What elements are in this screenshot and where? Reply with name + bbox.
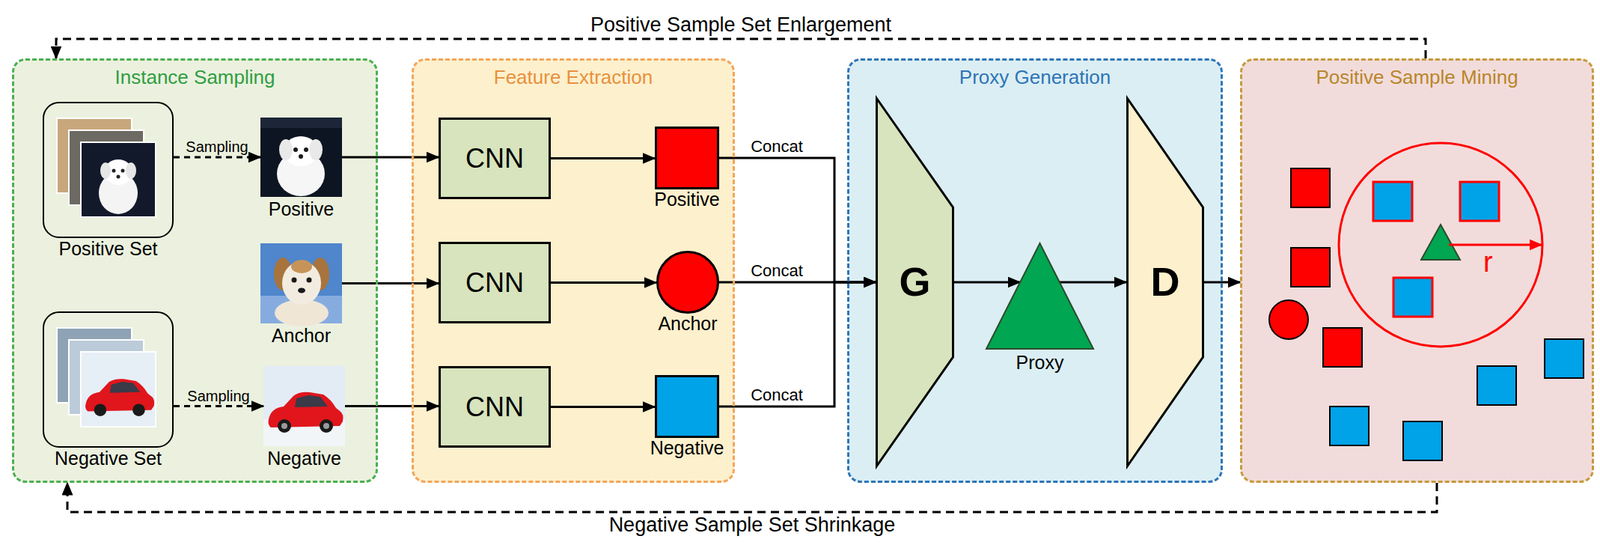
node-label: Negative Set — [54, 448, 162, 470]
connector-arrow — [550, 157, 655, 160]
panel-ground — [847, 59, 1223, 482]
node-label: Positive Set — [58, 238, 158, 260]
annotation: r — [1483, 246, 1493, 279]
feature-square: Positive — [654, 126, 720, 190]
proxy-triangle: Proxy — [984, 241, 1095, 351]
image-set: Positive Set — [42, 101, 174, 238]
feature-circle: Anchor — [656, 250, 720, 314]
stage-panel: Instance SamplingPositive SetPositiveAnc… — [11, 58, 378, 483]
node-label: CNN — [465, 392, 524, 423]
connector-arrow — [719, 157, 876, 283]
connector-arrow — [719, 282, 876, 407]
connector-arrow — [173, 404, 264, 408]
panel-title: Positive Sample Mining — [1315, 66, 1518, 89]
node-label: D — [1150, 259, 1181, 304]
trapezoid-shape — [1127, 98, 1204, 467]
positive-set-photos — [56, 118, 156, 218]
node-label: Anchor — [271, 325, 331, 347]
panel-ground — [412, 59, 735, 482]
edge-label: Negative Sample Set Shrinkage — [609, 514, 896, 537]
sample-image: Negative — [263, 365, 345, 447]
cnn-box: CNN — [438, 365, 551, 448]
positive-photo — [260, 117, 343, 197]
panel-ground — [12, 59, 378, 482]
edge-label: Concat — [750, 137, 803, 156]
edge-label: Concat — [750, 261, 803, 280]
connector-arrow — [550, 281, 657, 284]
negative-set-photos — [56, 327, 156, 427]
panel-ground — [1240, 59, 1594, 482]
connector-arrow — [1059, 281, 1127, 284]
node-label: Negative — [650, 437, 725, 459]
connector-arrow — [550, 405, 655, 408]
sample-image: Anchor — [260, 243, 343, 324]
stage-panel: Feature ExtractionCNN CNN CNN PositiveAncho… — [411, 58, 735, 483]
node-label: CNN — [465, 267, 524, 298]
edge-label: Sampling — [185, 138, 248, 155]
anchor-photo — [260, 243, 343, 327]
generator-trapezoid: G — [875, 97, 955, 467]
connector-arrow — [344, 404, 439, 408]
cnn-box: CNN — [438, 117, 551, 200]
panel-title: Feature Extraction — [493, 66, 653, 89]
node-label: CNN — [465, 143, 524, 174]
discriminator-trapezoid: D — [1126, 97, 1205, 467]
cnn-box: CNN — [438, 241, 551, 324]
node-label: Anchor — [657, 313, 717, 335]
connector-arrow — [342, 156, 439, 159]
node-label: Proxy — [1016, 352, 1065, 374]
panel-title: Proxy Generation — [959, 66, 1111, 89]
negative-photo — [263, 365, 345, 447]
embedding-scatter — [1269, 142, 1584, 461]
image-set: Negative Set — [42, 311, 174, 448]
triangle-outline — [984, 241, 1095, 351]
connector-arrow — [342, 282, 439, 285]
triangle-shape — [986, 243, 1094, 349]
connector-arrow — [67, 482, 1437, 512]
stage-panel: Positive Sample Mining — [1240, 58, 1595, 483]
connector-arrow — [954, 281, 1021, 284]
connector-arrow — [173, 156, 261, 159]
edge-label: Concat — [750, 386, 803, 405]
connector-arrow — [56, 38, 1426, 59]
edge-label: Positive Sample Set Enlargement — [590, 14, 892, 37]
node-label: Positive — [268, 199, 335, 221]
sample-image: Positive — [260, 117, 343, 197]
node-label: Positive — [654, 189, 720, 211]
panel-title: Instance Sampling — [115, 66, 276, 89]
node-label: Negative — [267, 448, 342, 470]
node-label: G — [898, 259, 931, 304]
feature-square: Negative — [654, 374, 720, 438]
trapezoid-shape — [877, 98, 954, 467]
stage-panel: Proxy GenerationG Proxy D — [847, 58, 1223, 483]
edge-label: Sampling — [187, 387, 250, 405]
